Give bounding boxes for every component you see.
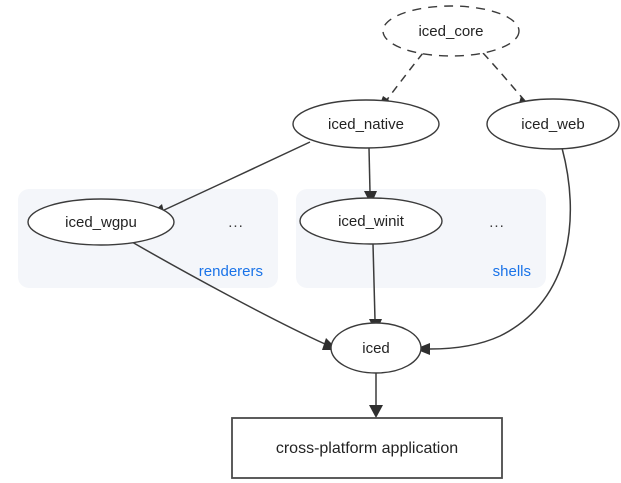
arrowhead-icon-web-to-iced xyxy=(415,343,430,355)
edge-line-core-to-web xyxy=(482,52,526,102)
node-shape-iced_native xyxy=(292,99,440,149)
node-label-application: cross-platform application xyxy=(276,440,458,457)
cluster-label-shells: shells xyxy=(493,263,531,280)
edge-line-winit-to-iced xyxy=(372,243,376,321)
node-shape-iced xyxy=(330,322,422,374)
edge-line-wgpu-to-iced xyxy=(131,241,326,345)
cluster-label-renderers: renderers xyxy=(199,263,263,280)
edge-web-to-iced xyxy=(415,147,572,355)
node-shape-application xyxy=(231,417,503,479)
cluster-ellipsis-shells: ... xyxy=(489,214,505,231)
node-shape-iced_winit xyxy=(299,197,443,245)
cluster-ellipsis-renderers: ... xyxy=(228,214,244,231)
node-application[interactable]: cross-platform application xyxy=(231,417,503,479)
edge-line-web-to-iced xyxy=(429,147,572,350)
node-label-iced: iced xyxy=(362,340,390,357)
node-label-iced_wgpu: iced_wgpu xyxy=(65,214,137,231)
node-label-iced_winit: iced_winit xyxy=(338,213,405,230)
node-iced_native[interactable]: iced_native xyxy=(292,99,440,149)
edge-line-native-to-wgpu xyxy=(161,141,311,212)
node-shape-iced_web xyxy=(486,98,620,150)
node-iced_winit[interactable]: iced_winit xyxy=(299,197,443,245)
node-label-iced_web: iced_web xyxy=(521,116,584,133)
edge-line-core-to-native xyxy=(385,52,424,102)
node-label-iced_core: iced_core xyxy=(418,23,483,40)
node-shape-iced_wgpu xyxy=(27,198,175,246)
edge-line-native-to-winit xyxy=(368,147,371,193)
node-iced[interactable]: iced xyxy=(330,322,422,374)
node-label-iced_native: iced_native xyxy=(328,116,404,133)
node-shape-iced_core xyxy=(382,5,520,57)
node-iced_web[interactable]: iced_web xyxy=(486,98,620,150)
node-iced_wgpu[interactable]: iced_wgpu xyxy=(27,198,175,246)
edge-iced-to-application xyxy=(369,373,383,418)
node-iced_core[interactable]: iced_core xyxy=(382,5,520,57)
arrowhead-icon-iced-to-application xyxy=(369,405,383,418)
